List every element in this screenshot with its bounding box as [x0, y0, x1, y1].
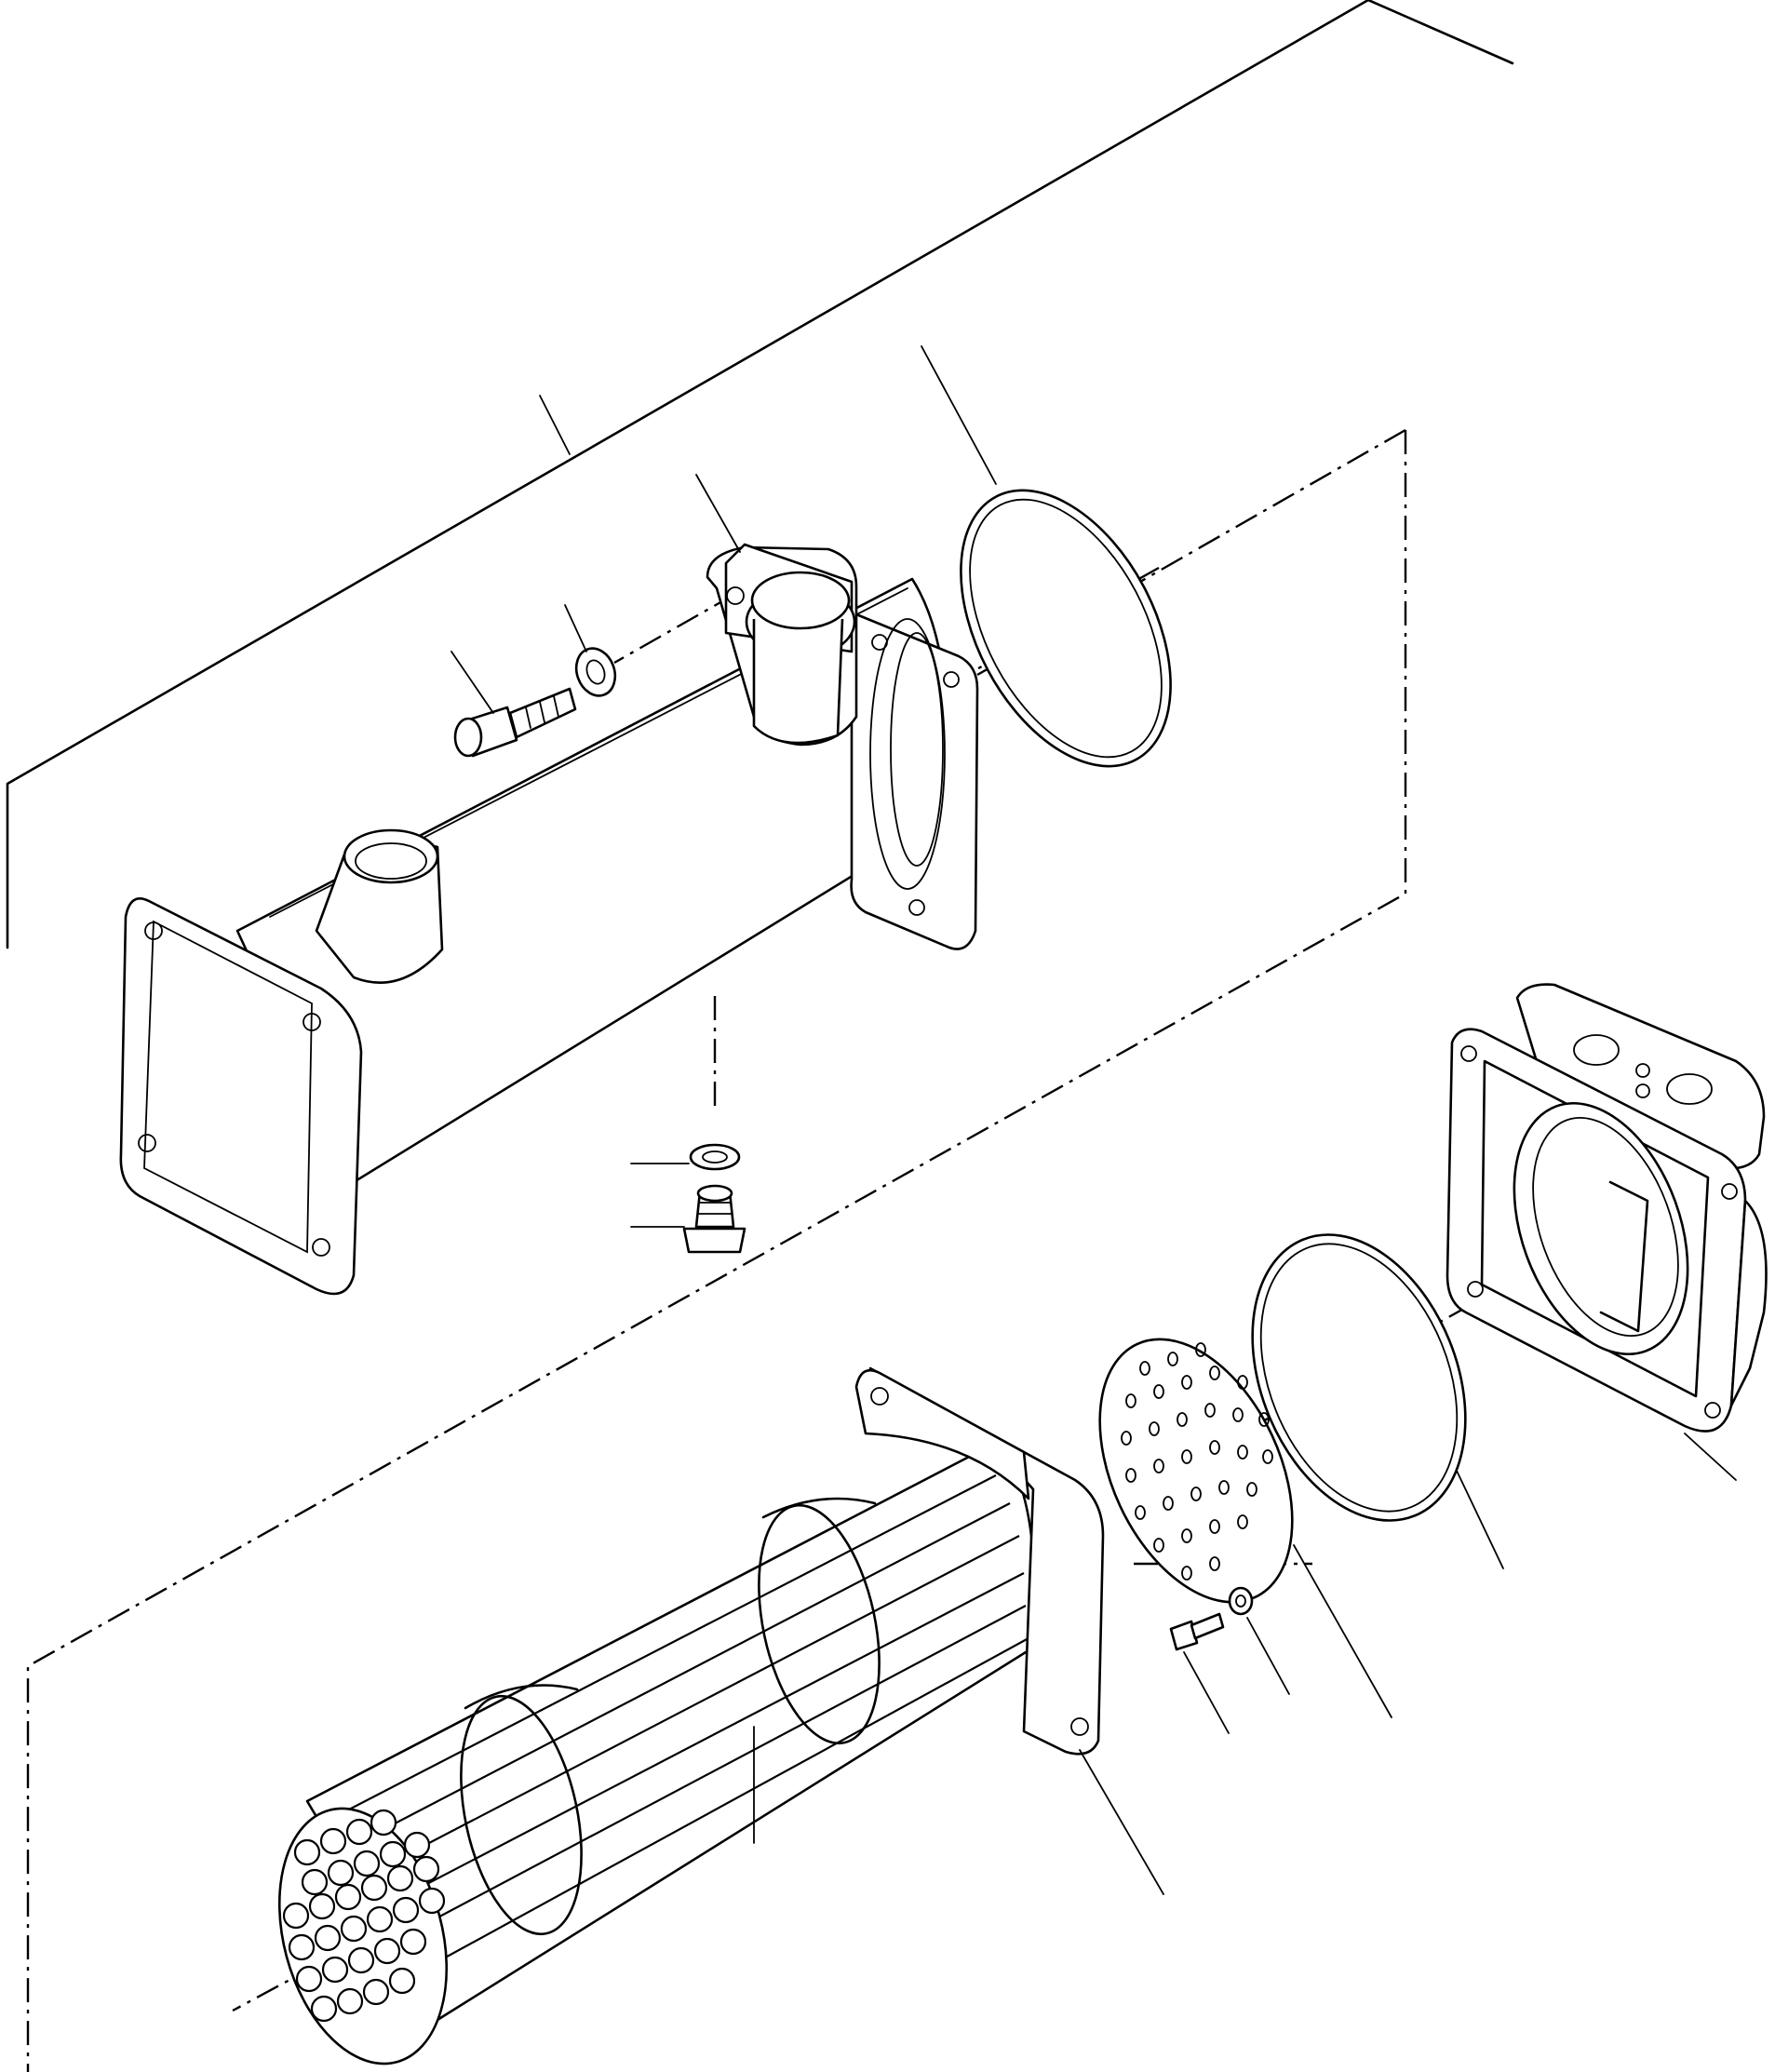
tube-bundle-icon [277, 1366, 1164, 2065]
tube-ends [282, 1809, 446, 2023]
drain-washer-icon [630, 1143, 741, 1171]
plate-washer-icon [1228, 1586, 1290, 1695]
gasket-o-ring-icon [1251, 1233, 1504, 1569]
plate-holes [1121, 1342, 1273, 1581]
plug-icon [630, 1184, 746, 1254]
bolt-icon [450, 651, 577, 758]
washer-icon [564, 604, 617, 697]
o-ring-icon [921, 345, 1172, 768]
housing-icon [1446, 983, 1768, 1481]
sub-assembly-boundary [26, 428, 1407, 2072]
perforated-plate-icon [1098, 1338, 1392, 1718]
assembly-outline [6, 0, 1514, 949]
cooler-case-icon [119, 474, 979, 1296]
plate-bolt-icon [1169, 1612, 1230, 1734]
